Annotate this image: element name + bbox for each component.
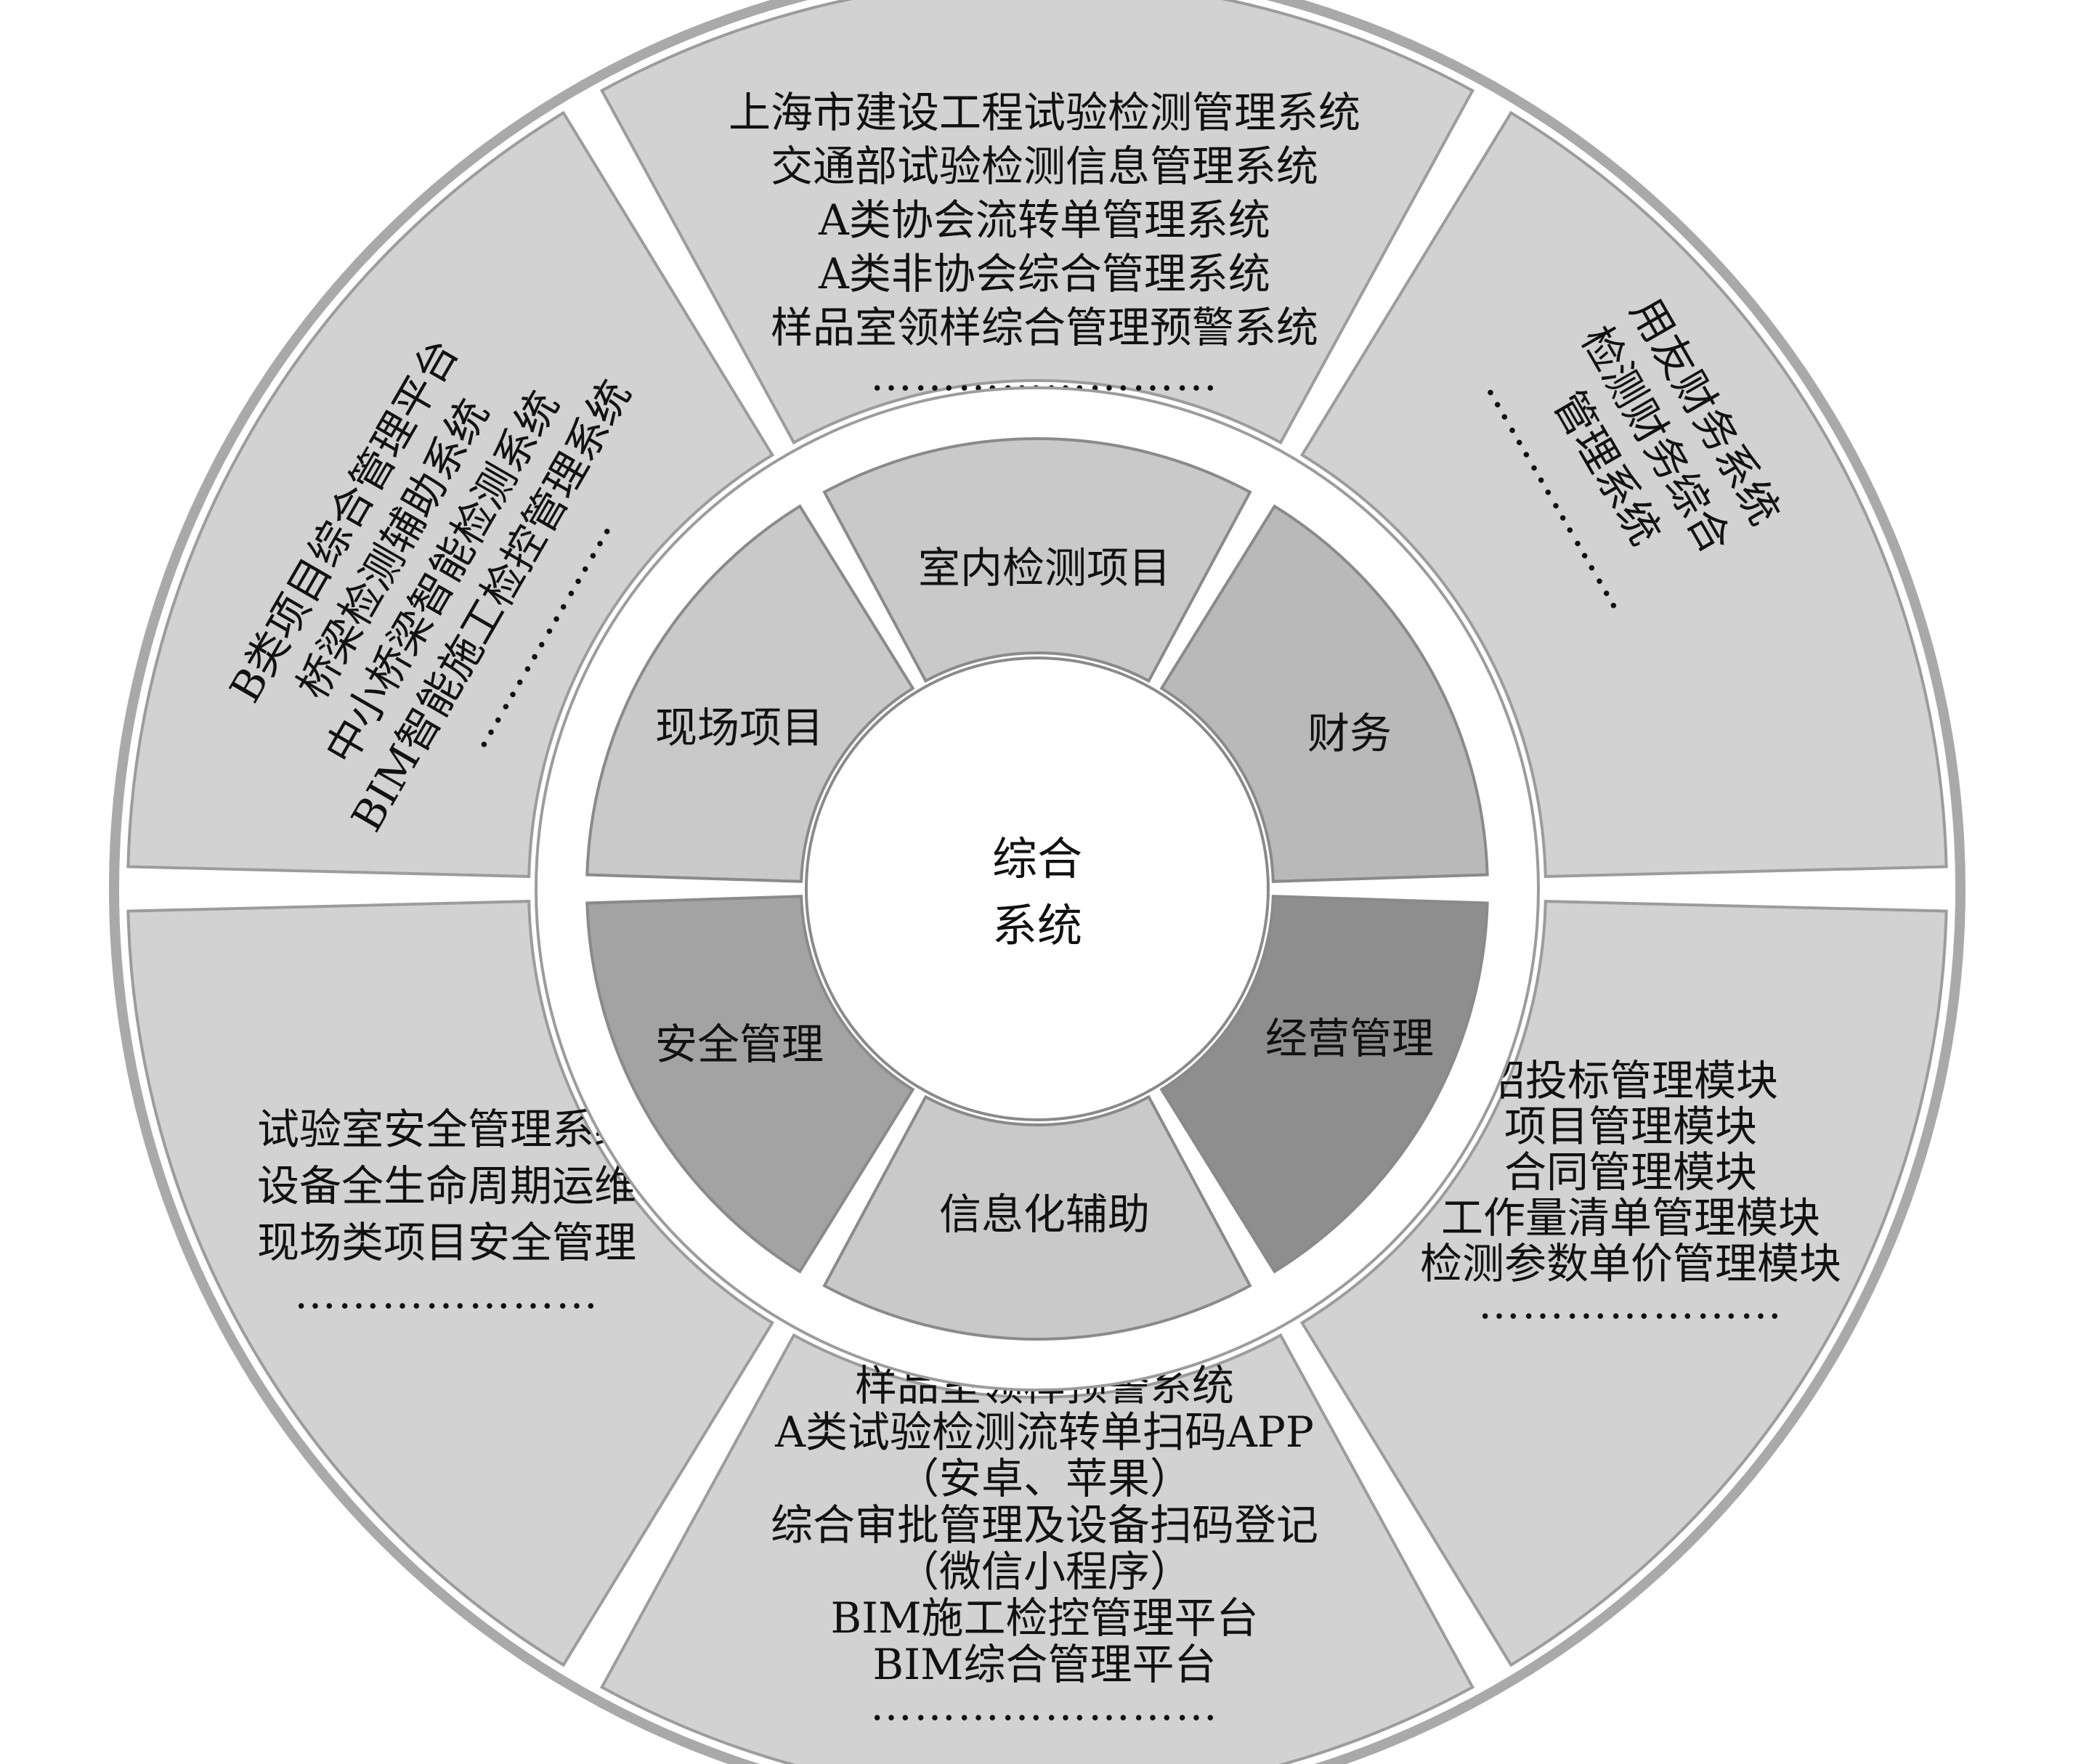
outer-sector-shape bbox=[1299, 900, 1948, 1667]
outer-item: 现场类项目安全管理 bbox=[257, 1218, 636, 1267]
inner-sector-shape bbox=[585, 895, 915, 1274]
inner-sector-shape bbox=[822, 1094, 1252, 1341]
outer-item: 合同管理模块 bbox=[1504, 1147, 1757, 1197]
inner-sector-shape bbox=[585, 504, 915, 883]
inner-label-business: 经营管理 bbox=[1265, 1014, 1434, 1063]
inner-label-safety: 安全管理 bbox=[655, 1020, 824, 1069]
inner-sector-safety bbox=[585, 895, 915, 1274]
inner-sector-business bbox=[1159, 895, 1489, 1274]
outer-item: 检测参数单价管理模块 bbox=[1420, 1239, 1841, 1288]
outer-item: 上海市建设工程试验检测管理系统 bbox=[729, 88, 1360, 137]
outer-text-top: 上海市建设工程试验检测管理系统交通部试验检测信息管理系统A类协会流转单管理系统A… bbox=[729, 88, 1360, 400]
outer-item: 试验室安全管理系统 bbox=[257, 1105, 636, 1154]
outer-ring: 上海市建设工程试验检测管理系统交通部试验检测信息管理系统A类协会流转单管理系统A… bbox=[109, 0, 1966, 1764]
inner-label-indoor: 室内检测项目 bbox=[918, 543, 1171, 593]
ellipsis-dots: ………………… bbox=[294, 1269, 599, 1318]
inner-label-finance: 财务 bbox=[1307, 709, 1392, 758]
outer-item: A类试验检测流转单扫码APP bbox=[774, 1407, 1314, 1457]
inner-sector-info bbox=[822, 1094, 1252, 1341]
inner-label-info: 信息化辅助 bbox=[939, 1190, 1150, 1239]
outer-sector-upper-left bbox=[126, 110, 775, 878]
outer-item: A类非协会综合管理系统 bbox=[818, 249, 1270, 298]
outer-item: 招投标管理模块 bbox=[1483, 1056, 1778, 1105]
center-label: 系统 bbox=[992, 899, 1082, 952]
outer-item: 工作量清单管理模块 bbox=[1441, 1193, 1820, 1243]
inner-sector-shape bbox=[1159, 895, 1489, 1274]
outer-item: （安卓、苹果） bbox=[897, 1454, 1192, 1503]
outer-sector-shape bbox=[126, 110, 775, 878]
outer-sector-shape bbox=[599, 1333, 1475, 1764]
inner-sector-shape bbox=[1159, 504, 1489, 883]
center-label: 综合 bbox=[992, 832, 1082, 885]
inner-label-field: 现场项目 bbox=[655, 703, 824, 752]
inner-sector-finance bbox=[1159, 504, 1489, 883]
outer-item: BIM施工检控管理平台 bbox=[831, 1593, 1259, 1643]
outer-item: （微信小程序） bbox=[897, 1547, 1192, 1596]
outer-sector-lower-right bbox=[1299, 900, 1948, 1667]
outer-sector-top bbox=[599, 0, 1475, 445]
inner-sector-shape bbox=[822, 437, 1252, 683]
outer-item: 样品室领样综合管理预警系统 bbox=[771, 303, 1318, 352]
ellipsis-dots: …………………… bbox=[870, 1680, 1219, 1730]
inner-sector-field bbox=[585, 504, 915, 883]
outer-sector-upper-right bbox=[1299, 110, 1948, 878]
outer-text-lower-right: 招投标管理模块项目管理模块合同管理模块工作量清单管理模块检测参数单价管理模块……… bbox=[1420, 1056, 1841, 1328]
ellipsis-dots: ………………… bbox=[1478, 1279, 1783, 1328]
inner-sector-indoor bbox=[822, 437, 1252, 683]
outer-item: 交通部试验检测信息管理系统 bbox=[771, 142, 1318, 191]
outer-sector-shape bbox=[1299, 110, 1948, 878]
outer-item: 项目管理模块 bbox=[1504, 1102, 1757, 1151]
outer-sector-bottom bbox=[599, 1333, 1475, 1764]
outer-item: A类协会流转单管理系统 bbox=[818, 195, 1270, 245]
center-circle bbox=[805, 657, 1270, 1121]
outer-item: 综合审批管理及设备扫码登记 bbox=[771, 1500, 1318, 1550]
outer-text-lower-left: 试验室安全管理系统设备全生命周期运维现场类项目安全管理………………… bbox=[257, 1105, 636, 1318]
outer-sector-lower-left bbox=[126, 900, 775, 1667]
outer-sector-shape bbox=[126, 900, 775, 1667]
outer-item: 设备全生命周期运维 bbox=[257, 1161, 636, 1211]
outer-sector-shape bbox=[599, 0, 1475, 445]
outer-item: BIM综合管理平台 bbox=[873, 1640, 1217, 1689]
